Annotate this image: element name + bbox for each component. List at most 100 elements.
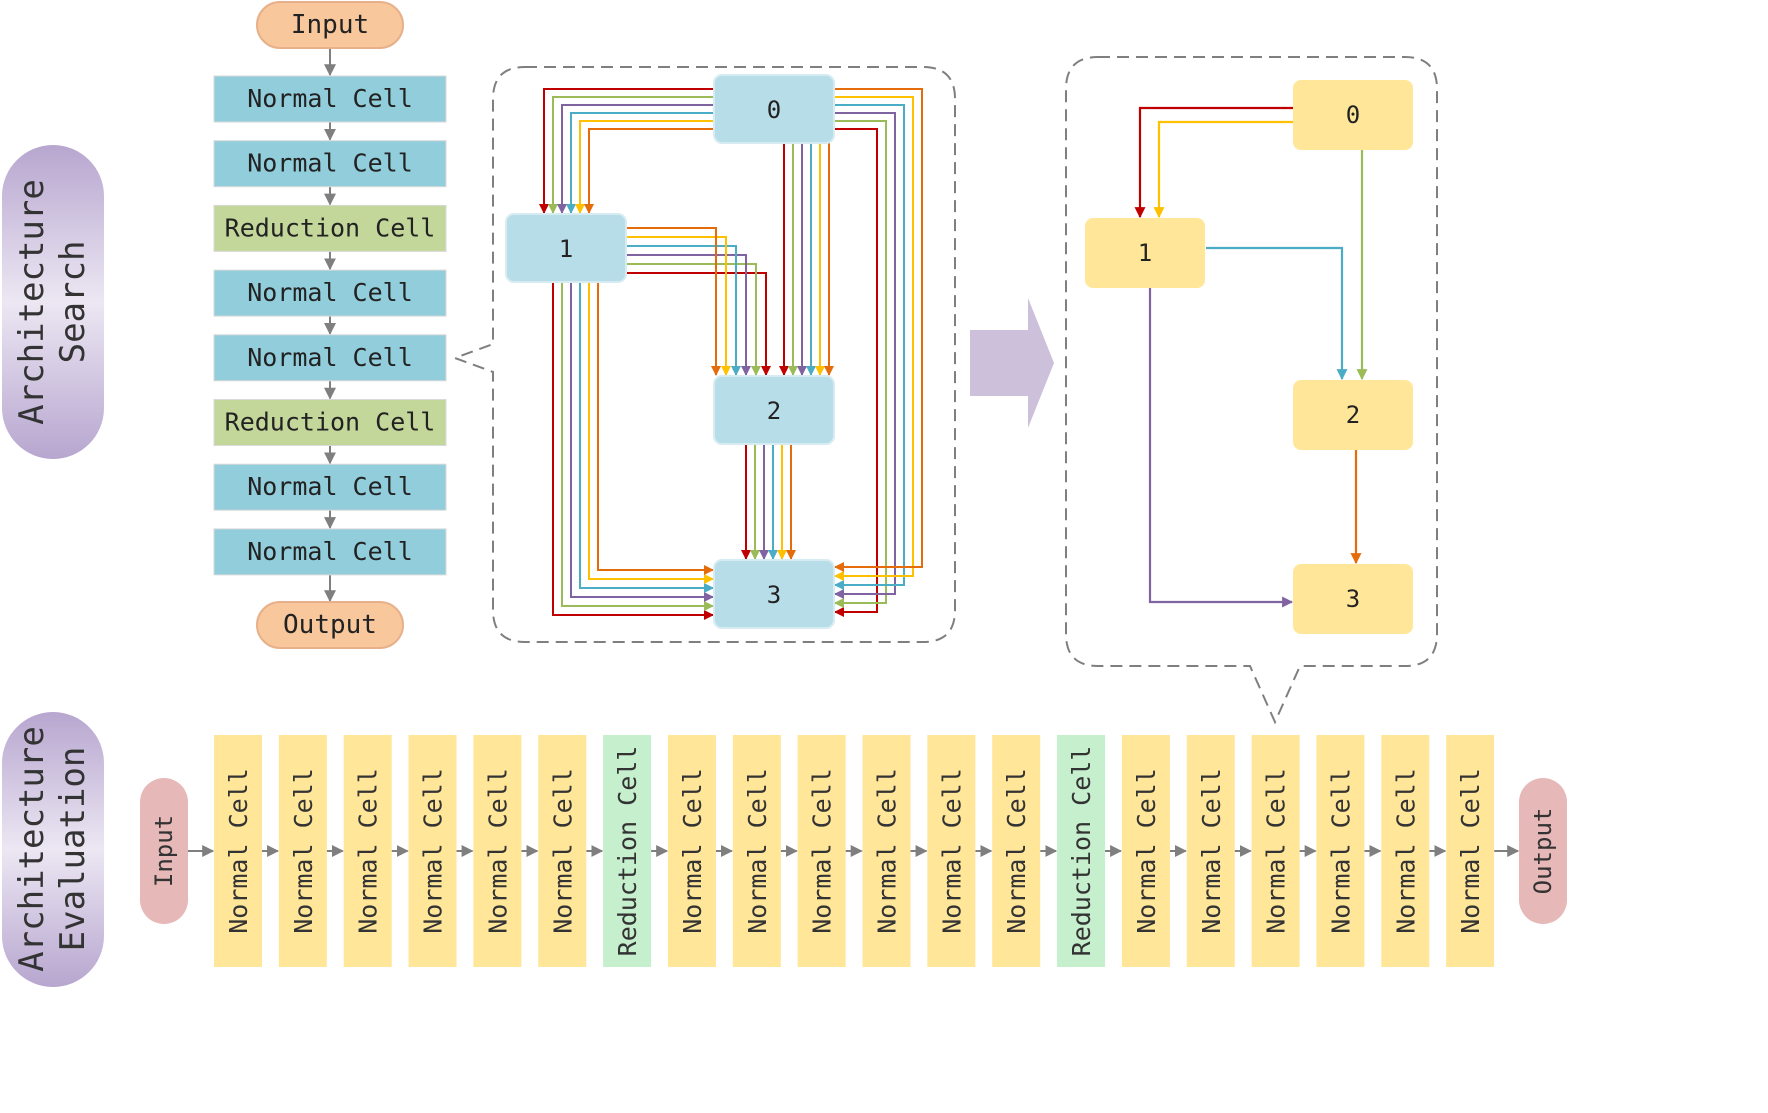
eval-cell-10-label: Normal Cell — [873, 768, 902, 934]
eval-cell-3-label: Normal Cell — [419, 768, 448, 934]
eval-cell-4 — [473, 735, 522, 967]
eval-cell-2-label: Normal Cell — [354, 768, 383, 934]
search-cell-edges — [539, 88, 923, 620]
eval-input-node — [140, 778, 188, 924]
eval-cell-6-label: Reduction Cell — [613, 746, 642, 957]
edge-1-2-3 — [626, 245, 741, 376]
eval-cell-12 — [992, 735, 1041, 967]
edge-0-3-2 — [834, 112, 896, 599]
stack-cell-3 — [213, 269, 447, 317]
eval-cell-0 — [214, 735, 262, 967]
search-node-0-label: 0 — [767, 96, 781, 124]
eval-cell-0-label: Normal Cell — [224, 768, 253, 934]
eval-cell-5-label: Normal Cell — [548, 768, 577, 934]
stack-cell-7 — [213, 528, 447, 576]
eval-cell-11-label: Normal Cell — [937, 768, 966, 934]
stack-cell-0 — [213, 75, 447, 123]
stack-cell-6-label: Normal Cell — [247, 472, 413, 501]
edge-1-3-5 — [597, 282, 714, 575]
final-edge-0-1-red — [1134, 106, 1293, 219]
final-node-3-label: 3 — [1346, 585, 1360, 613]
stack-cell-2-label: Reduction Cell — [225, 213, 436, 242]
big-arrow — [970, 298, 1054, 428]
eval-cell-15-label: Normal Cell — [1197, 768, 1226, 934]
eval-cell-7-label: Normal Cell — [678, 768, 707, 934]
eval-cell-9-label: Normal Cell — [808, 768, 837, 934]
eval-cell-13 — [1057, 735, 1106, 967]
eval-cell-19-label: Normal Cell — [1456, 768, 1485, 934]
architecture-search-label: Architecture Search — [2, 145, 104, 459]
edge-1-2-0 — [626, 272, 771, 376]
edge-1-3-3 — [579, 282, 714, 593]
search-label-line1: Architecture — [12, 179, 52, 425]
stack-cell-5 — [213, 399, 447, 446]
edge-1-3-2 — [570, 282, 714, 602]
stack-cell-3-label: Normal Cell — [247, 278, 413, 307]
edge-0-3-4 — [834, 96, 914, 581]
edge-1-2-4 — [626, 236, 731, 376]
edge-1-2-1 — [626, 263, 761, 376]
final-edge-1-3 — [1148, 288, 1294, 608]
edge-1-2-5 — [626, 227, 721, 376]
eval-cell-16 — [1251, 735, 1300, 967]
stack-input-node — [256, 1, 404, 49]
edge-0-3-0 — [834, 128, 878, 617]
final-node-2-label: 2 — [1346, 401, 1360, 429]
eval-cell-1-label: Normal Cell — [289, 768, 318, 934]
evaluation-cells: Normal Cell Normal Cell Normal Cell Normal … — [214, 735, 1495, 967]
stack-cell-1-label: Normal Cell — [247, 149, 413, 178]
architecture-evaluation-label: Architecture Evaluation — [2, 712, 104, 987]
edge-0-3-3 — [834, 104, 905, 590]
eval-cell-18-label: Normal Cell — [1391, 768, 1420, 934]
edge-0-1-5 — [584, 128, 714, 214]
eval-cell-17 — [1316, 735, 1365, 967]
eval-cell-8 — [732, 735, 781, 967]
edge-1-3-1 — [561, 282, 714, 611]
edge-0-1-3 — [566, 112, 714, 214]
stack-cell-7-label: Normal Cell — [247, 537, 413, 566]
eval-cell-5 — [538, 735, 587, 967]
eval-cell-7 — [667, 735, 716, 967]
stack-cell-6 — [213, 463, 447, 511]
eval-output-node — [1519, 778, 1567, 924]
stack-cell-0-label: Normal Cell — [247, 84, 413, 113]
final-node-2 — [1293, 380, 1413, 450]
eval-cell-6 — [603, 735, 652, 967]
eval-cell-4-label: Normal Cell — [483, 768, 512, 934]
eval-cell-14 — [1121, 735, 1170, 967]
edge-1-2-2 — [626, 254, 751, 376]
search-node-3 — [713, 559, 835, 629]
final-edge-0-1-yellow — [1153, 120, 1293, 219]
eval-cell-11 — [927, 735, 976, 967]
final-node-3 — [1293, 564, 1413, 634]
stack-input-label: Input — [291, 10, 369, 40]
search-label-line2: Search — [53, 241, 93, 364]
stack-cell-1 — [213, 140, 447, 188]
edge-0-1-4 — [575, 120, 714, 214]
final-cell-nodes: 0 1 2 3 — [1085, 80, 1413, 634]
eval-cell-14-label: Normal Cell — [1132, 768, 1161, 934]
eval-cell-16-label: Normal Cell — [1262, 768, 1291, 934]
final-edge-1-2 — [1206, 246, 1348, 381]
stack-cell-2 — [213, 204, 447, 252]
edge-0-1-2 — [557, 104, 714, 214]
search-node-2-label: 2 — [767, 397, 781, 425]
search-node-0 — [713, 74, 835, 144]
final-cell-callout — [1065, 56, 1438, 725]
final-cell-edges — [1134, 106, 1368, 608]
evaluation-label-line1: Architecture — [12, 726, 52, 972]
eval-cell-15 — [1186, 735, 1235, 967]
stack-cell-4 — [213, 334, 447, 382]
eval-cell-19 — [1446, 735, 1495, 967]
evaluation-label-line2: Evaluation — [53, 747, 93, 952]
final-node-0-label: 0 — [1346, 101, 1360, 129]
eval-cell-12-label: Normal Cell — [1002, 768, 1031, 934]
stack-cell-5-label: Reduction Cell — [225, 408, 436, 437]
eval-output-label: Output — [1529, 808, 1557, 895]
search-node-3-label: 3 — [767, 581, 781, 609]
eval-cell-1 — [278, 735, 327, 967]
